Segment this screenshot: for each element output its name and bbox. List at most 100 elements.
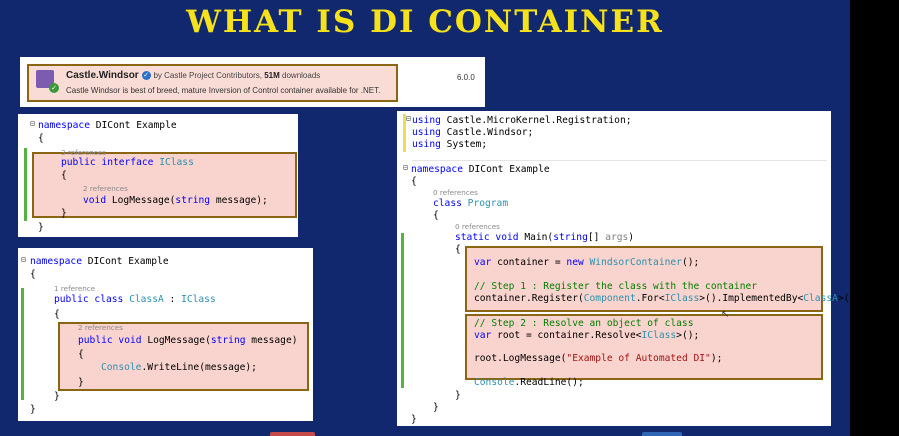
type-classa: ClassA <box>123 294 164 305</box>
program-brace-open: { <box>411 176 417 187</box>
array-brackets: [] <box>587 232 606 243</box>
args-param: args <box>605 232 629 243</box>
package-downloads-label: downloads <box>282 71 321 80</box>
codelens-references[interactable]: 2 references <box>78 323 123 332</box>
string-literal: "Example of Automated DI" <box>566 353 711 364</box>
colon: : <box>163 294 182 305</box>
taskbar-item[interactable] <box>270 432 315 436</box>
mouse-cursor-icon: ↖ <box>721 309 730 320</box>
codelens-references[interactable]: 0 references <box>455 222 500 231</box>
codelens-references[interactable]: 0 references <box>433 188 478 197</box>
call-end: (); <box>681 257 700 268</box>
slide-title: What is DI Container <box>186 4 664 40</box>
classa-code-line-4: { <box>54 309 60 320</box>
codelens-references[interactable]: 2 references <box>83 184 128 193</box>
using-line-1: using Castle.MicroKernel.Registration; <box>412 115 632 127</box>
package-name[interactable]: Castle.Windsor✓ by Castle Project Contri… <box>66 70 320 81</box>
type-program: Program <box>461 198 509 209</box>
collapse-namespace-icon: ⊟ <box>21 255 26 264</box>
program-class-brace: { <box>433 210 439 221</box>
keyword-var: var <box>474 257 492 268</box>
namespace-name: DICont Example <box>462 164 550 175</box>
keyword-public-class: public class <box>54 294 124 305</box>
taskbar-item[interactable] <box>642 432 682 436</box>
container-register: container.Register(Component.For<IClass>… <box>474 293 867 305</box>
package-name-text[interactable]: Castle.Windsor <box>66 70 139 81</box>
keyword-new: new <box>566 257 584 268</box>
call-end: ); <box>710 353 723 364</box>
codelens-references[interactable]: 3 references <box>61 148 106 157</box>
installed-check-icon: ✓ <box>49 83 59 93</box>
keyword-public-void: public void <box>78 335 142 346</box>
logmessage-call: root.LogMessage( <box>474 353 567 364</box>
type-iclass: IClass <box>641 330 677 341</box>
nuget-package-icon: ✓ <box>36 70 59 93</box>
namespace-name: DICont Example <box>89 120 177 131</box>
program-namespace: namespace DICont Example <box>411 164 550 176</box>
package-downloads: 51M <box>264 71 280 80</box>
type-iclass: IClass <box>153 157 194 168</box>
keyword-using: using <box>412 115 441 126</box>
keyword-class: class <box>433 198 462 209</box>
package-author: by Castle Project Contributors, 51M down… <box>153 71 320 80</box>
interface-code-line-1: namespace DICont Example <box>38 120 177 132</box>
resolve-call: root = container.Resolve< <box>491 330 642 341</box>
register-call: container.Register( <box>474 293 584 304</box>
change-indicator-bar <box>24 148 27 221</box>
black-side-bar <box>850 0 899 436</box>
using-namespace: Castle.MicroKernel.Registration; <box>440 115 632 126</box>
classa-code-line-1: namespace DICont Example <box>30 256 169 268</box>
classa-code-line-2: { <box>30 269 36 280</box>
comment-step2: // Step 2 : Resolve an object of class <box>474 318 694 329</box>
change-indicator-bar <box>21 288 24 400</box>
package-description: Castle Windsor is best of breed, mature … <box>66 86 381 95</box>
step1-highlight-box <box>465 246 823 312</box>
program-class-declaration: class Program <box>433 198 508 210</box>
call-end: >(); <box>676 330 700 341</box>
classa-code-line-8: } <box>78 377 84 388</box>
using-line-2: using Castle.Windsor; <box>412 127 533 139</box>
main-name: Main( <box>518 232 554 243</box>
type-console: Console <box>474 377 515 388</box>
type-classa: ClassA <box>803 293 838 304</box>
using-line-3: using System; <box>412 139 487 151</box>
keyword-namespace: namespace <box>411 164 463 175</box>
class-brace-close: } <box>433 402 439 413</box>
readline-call: .ReadLine(); <box>514 377 584 388</box>
bottom-strip <box>0 426 850 436</box>
namespace-name: DICont Example <box>81 256 169 267</box>
method-params: message) <box>245 335 298 346</box>
nuget-package-highlight <box>27 64 398 102</box>
call-end: >()); <box>837 293 867 304</box>
main-method-declaration: static void Main(string[] args) <box>455 232 634 244</box>
type-iclass: IClass <box>181 294 216 305</box>
classa-declaration: public class ClassA : IClass <box>54 294 216 306</box>
interface-declaration: public interface IClass <box>61 157 194 169</box>
keyword-namespace: namespace <box>38 120 90 131</box>
keyword-using: using <box>412 127 441 138</box>
codelens-references[interactable]: 1 reference <box>54 284 96 293</box>
keyword-string: string <box>553 232 588 243</box>
main-brace-open: { <box>455 244 461 255</box>
classa-method: public void LogMessage(string message) <box>78 335 298 347</box>
writeline-call: .WriteLine(message); <box>141 362 257 373</box>
package-version: 6.0.0 <box>457 73 475 82</box>
verified-badge-icon: ✓ <box>141 70 151 80</box>
keyword-using: using <box>412 139 441 150</box>
namespace-brace-close: } <box>411 414 417 425</box>
log-message-call: root.LogMessage("Example of Automated DI… <box>474 353 722 365</box>
implementedby-call: >().ImplementedBy< <box>699 293 804 304</box>
container-creation: var container = new WindsorContainer(); <box>474 257 699 269</box>
container-resolve: var root = container.Resolve<IClass>(); <box>474 330 699 342</box>
interface-code-line-4: { <box>61 170 67 181</box>
step2-highlight-box <box>465 314 823 380</box>
collapse-usings-icon: ⊟ <box>406 114 411 123</box>
keyword-public-interface: public interface <box>61 157 154 168</box>
interface-method: void LogMessage(string message); <box>83 195 268 207</box>
keyword-namespace: namespace <box>30 256 82 267</box>
comment-step1: // Step 1 : Register the class with the … <box>474 281 758 292</box>
method-params: message); <box>210 195 268 206</box>
type-iclass: IClass <box>664 293 700 304</box>
for-call: .For< <box>635 293 665 304</box>
keyword-void: void <box>83 195 107 206</box>
